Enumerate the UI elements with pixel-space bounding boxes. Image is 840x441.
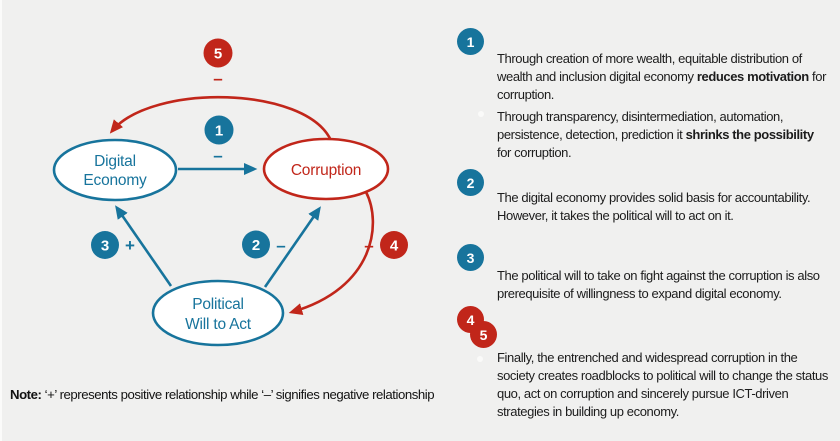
annotation-3-paragraph: The political will to take on fight agai…	[497, 268, 820, 301]
annotation-1-p1-pre: Through creation of more wealth, equitab…	[497, 51, 802, 84]
edge-3-sign: +	[125, 236, 135, 255]
node-political-will-label-line2: Will to Act	[185, 316, 252, 333]
annotation-1-paragraph-2: Through transparency, disintermediation,…	[497, 108, 829, 162]
annotation-2-paragraph: The digital economy provides solid basis…	[497, 190, 811, 223]
footnote: Note: ‘+’ represents positive relationsh…	[10, 385, 440, 404]
edge-4-badge-label: 4	[390, 238, 399, 255]
edge-corruption-to-political-will-arrow	[288, 191, 375, 316]
annotation-item-4-5: 4 5 Finally, the entrenched and widespre…	[450, 306, 832, 421]
node-political-will	[151, 279, 285, 347]
annotation-1-p1-post: for corruption.	[497, 69, 827, 102]
footnote-label: Note:	[10, 387, 42, 402]
annotation-4-5-text: Finally, the entrenched and widespread c…	[497, 306, 829, 421]
edge-3-badge-label: 3	[101, 238, 109, 255]
annotation-1-p1-bold: reduces motivation	[696, 69, 809, 84]
edge-3-badge	[91, 231, 119, 259]
annotation-1-p2-pre: Through transparency, disintermediation,…	[497, 109, 784, 142]
causal-loop-diagram: Digital Economy Corruption Political Wil…	[52, 38, 408, 347]
node-political-will-label-line1: Political	[192, 296, 244, 313]
node-digital-economy-label-line2: Economy	[83, 172, 147, 189]
footnote-text: ‘+’ represents positive relationship whi…	[41, 387, 435, 402]
edge-2-badge	[242, 230, 270, 259]
annotation-1-paragraph-1: Through creation of more wealth, equitab…	[497, 50, 829, 104]
edge-corruption-to-digital-economy-arrow	[109, 95, 333, 142]
edge-5-badge	[203, 38, 233, 68]
annotation-4-5-paragraph: Finally, the entrenched and widespread c…	[497, 350, 828, 419]
edge-4-badge	[380, 231, 408, 259]
bullet-icon	[478, 111, 484, 117]
edge-political-will-to-corruption-arrow	[263, 206, 321, 288]
edge-4-sign: –	[364, 236, 373, 255]
annotation-3-text: The political will to take on fight agai…	[497, 244, 829, 303]
edge-5-sign: –	[213, 69, 222, 88]
annotation-1-text: Through creation of more wealth, equitab…	[497, 28, 829, 162]
annotation-1-p2-bold: shrinks the possibility	[685, 127, 814, 142]
annotation-2-badge: 2	[457, 169, 484, 196]
edge-1-sign: –	[213, 146, 222, 165]
edge-political-will-to-digital-economy-arrow	[115, 205, 173, 287]
annotation-3-badge: 3	[457, 244, 484, 271]
edge-1-badge-label: 1	[215, 123, 223, 140]
node-digital-economy-label-line1: Digital	[94, 153, 136, 170]
annotation-2-text: The digital economy provides solid basis…	[497, 169, 829, 225]
annotation-item-1: 1 Through creation of more wealth, equit…	[450, 28, 832, 162]
bullet-icon	[477, 356, 483, 362]
edge-1-badge	[204, 115, 234, 145]
annotation-item-2: 2 The digital economy provides solid bas…	[450, 169, 832, 225]
annotation-5-badge: 5	[470, 321, 497, 348]
node-corruption-label: Corruption	[291, 162, 361, 179]
node-corruption	[262, 137, 390, 201]
edge-5-badge-label: 5	[214, 46, 222, 63]
node-digital-economy	[52, 138, 178, 202]
annotation-1-p2-post: for corruption.	[497, 145, 572, 160]
annotation-1-badge: 1	[457, 28, 484, 55]
edge-2-sign: –	[276, 236, 285, 255]
annotation-item-3: 3 The political will to take on fight ag…	[450, 244, 832, 303]
edge-2-badge-label: 2	[252, 237, 260, 254]
